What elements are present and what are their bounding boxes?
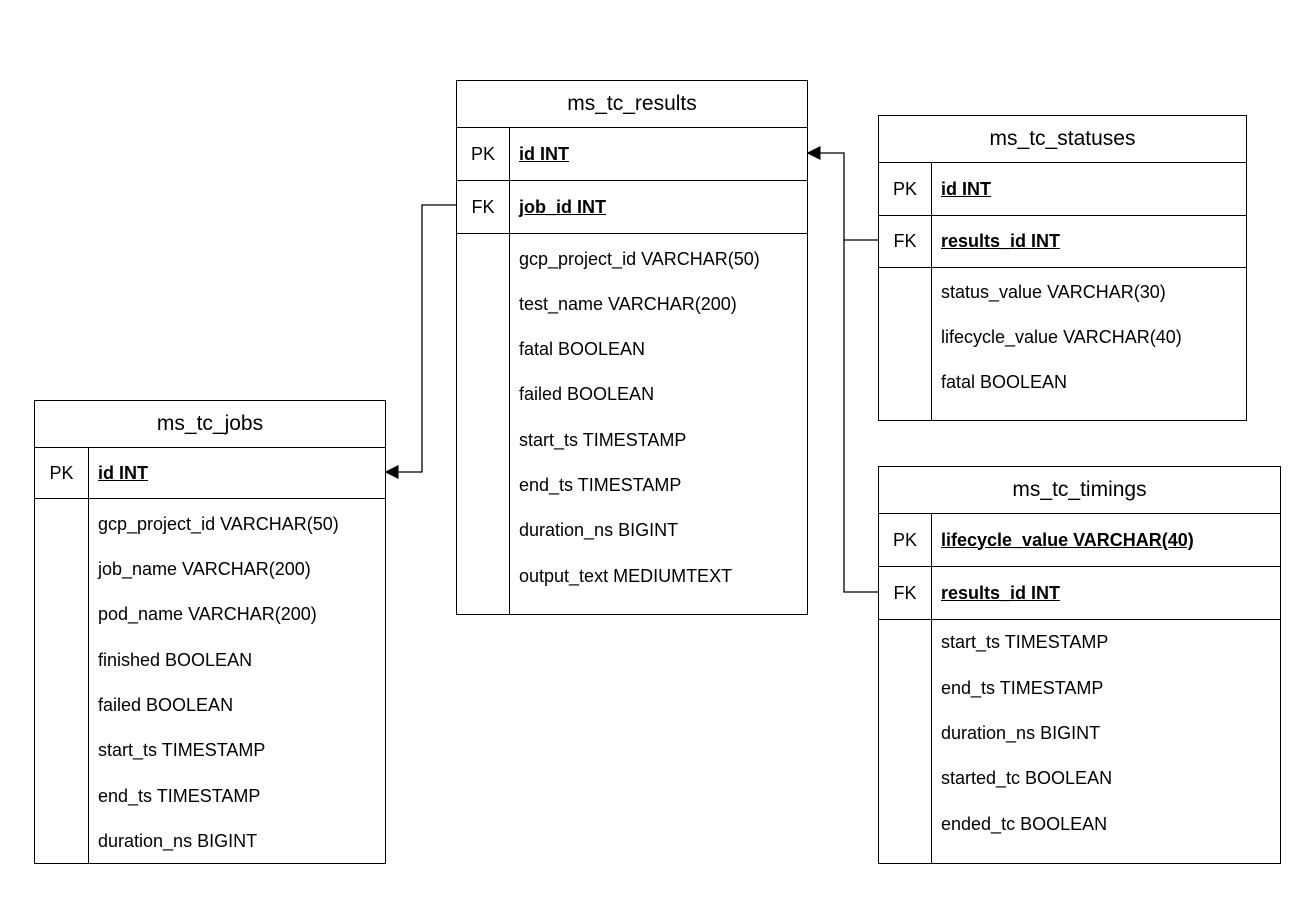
entity-ms-tc-jobs[interactable]: ms_tc_jobs PK id INT gcp_project_id VARC… (34, 400, 386, 864)
field-row: end_ts TIMESTAMP (879, 673, 1280, 703)
fk-row: FK job_id INT (457, 181, 807, 234)
field-row: duration_ns BIGINT (879, 718, 1280, 748)
fk-row: FK results_id INT (879, 567, 1280, 620)
pk-field: lifecycle_value VARCHAR(40) (941, 529, 1194, 550)
entity-title: ms_tc_jobs (35, 401, 385, 448)
fk-timings-results-to-results-pk (843, 240, 878, 593)
entity-ms-tc-results[interactable]: ms_tc_results PK id INT FK job_id INT gc… (456, 80, 808, 615)
field-row: gcp_project_id VARCHAR(50) (457, 244, 807, 274)
fk-label: FK (893, 582, 917, 603)
pk-field: id INT (519, 143, 569, 164)
field-row: fatal BOOLEAN (879, 367, 1246, 397)
field-row: started_tc BOOLEAN (879, 763, 1280, 793)
field-name: duration_ns BIGINT (98, 830, 258, 851)
key-column-divider (931, 163, 932, 420)
field-row: lifecycle_value VARCHAR(40) (879, 322, 1246, 352)
field-row: end_ts TIMESTAMP (35, 781, 385, 811)
field-name: start_ts TIMESTAMP (519, 429, 687, 450)
field-name: ended_tc BOOLEAN (941, 813, 1108, 834)
field-name: job_name VARCHAR(200) (98, 558, 311, 579)
fk-row: FK results_id INT (879, 216, 1246, 268)
pk-field: id INT (941, 178, 991, 199)
field-name: fatal BOOLEAN (519, 338, 646, 359)
pk-label: PK (892, 529, 917, 550)
field-name: finished BOOLEAN (98, 649, 253, 670)
field-row: failed BOOLEAN (457, 379, 807, 409)
pk-label: PK (470, 143, 495, 164)
key-column-divider (931, 514, 932, 863)
field-name: lifecycle_value VARCHAR(40) (941, 326, 1182, 347)
entity-title: ms_tc_statuses (879, 116, 1246, 163)
fk-field: job_id INT (519, 196, 606, 217)
field-name: start_ts TIMESTAMP (941, 631, 1109, 652)
field-row: gcp_project_id VARCHAR(50) (35, 509, 385, 539)
field-name: gcp_project_id VARCHAR(50) (519, 248, 760, 269)
pk-label: PK (892, 178, 917, 199)
field-row: pod_name VARCHAR(200) (35, 599, 385, 629)
fk-results-job-to-jobs-pk (384, 204, 456, 479)
field-name: failed BOOLEAN (519, 383, 655, 404)
key-column-divider (88, 448, 89, 863)
pk-row: PK id INT (35, 448, 385, 499)
field-row: output_text MEDIUMTEXT (457, 561, 807, 591)
field-row: status_value VARCHAR(30) (879, 277, 1246, 307)
field-name: duration_ns BIGINT (519, 519, 679, 540)
field-name: failed BOOLEAN (98, 694, 234, 715)
pk-row: PK id INT (879, 163, 1246, 216)
fk-statuses-results-to-results-pk (806, 146, 878, 241)
key-column-divider (509, 128, 510, 614)
fk-label: FK (893, 231, 917, 251)
field-name: duration_ns BIGINT (941, 722, 1101, 743)
field-name: status_value VARCHAR(30) (941, 281, 1166, 302)
field-name: start_ts TIMESTAMP (98, 739, 266, 760)
entity-title: ms_tc_timings (879, 467, 1280, 514)
field-name: end_ts TIMESTAMP (941, 677, 1104, 698)
field-row: start_ts TIMESTAMP (457, 425, 807, 455)
pk-field: id INT (98, 462, 148, 483)
field-row: ended_tc BOOLEAN (879, 809, 1280, 839)
field-row: finished BOOLEAN (35, 645, 385, 675)
field-name: test_name VARCHAR(200) (519, 293, 737, 314)
entity-title: ms_tc_results (457, 81, 807, 128)
fk-label: FK (471, 196, 495, 217)
field-row: start_ts TIMESTAMP (879, 627, 1280, 657)
fk-field: results_id INT (941, 582, 1061, 603)
pk-row: PK id INT (457, 128, 807, 181)
field-row: duration_ns BIGINT (35, 826, 385, 856)
field-row: end_ts TIMESTAMP (457, 470, 807, 500)
field-name: fatal BOOLEAN (941, 371, 1068, 392)
field-name: started_tc BOOLEAN (941, 767, 1113, 788)
field-row: test_name VARCHAR(200) (457, 289, 807, 319)
field-row: duration_ns BIGINT (457, 515, 807, 545)
field-row: job_name VARCHAR(200) (35, 554, 385, 584)
entity-ms-tc-statuses[interactable]: ms_tc_statuses PK id INT FK results_id I… (878, 115, 1247, 421)
fk-field: results_id INT (941, 231, 1061, 251)
field-row: start_ts TIMESTAMP (35, 735, 385, 765)
field-name: end_ts TIMESTAMP (98, 785, 261, 806)
field-name: pod_name VARCHAR(200) (98, 603, 317, 624)
field-name: end_ts TIMESTAMP (519, 474, 682, 495)
entity-ms-tc-timings[interactable]: ms_tc_timings PK lifecycle_value VARCHAR… (878, 466, 1281, 864)
pk-label: PK (49, 462, 74, 483)
field-row: fatal BOOLEAN (457, 334, 807, 364)
field-name: gcp_project_id VARCHAR(50) (98, 513, 339, 534)
pk-row: PK lifecycle_value VARCHAR(40) (879, 514, 1280, 567)
field-name: output_text MEDIUMTEXT (519, 565, 733, 586)
field-row: failed BOOLEAN (35, 690, 385, 720)
